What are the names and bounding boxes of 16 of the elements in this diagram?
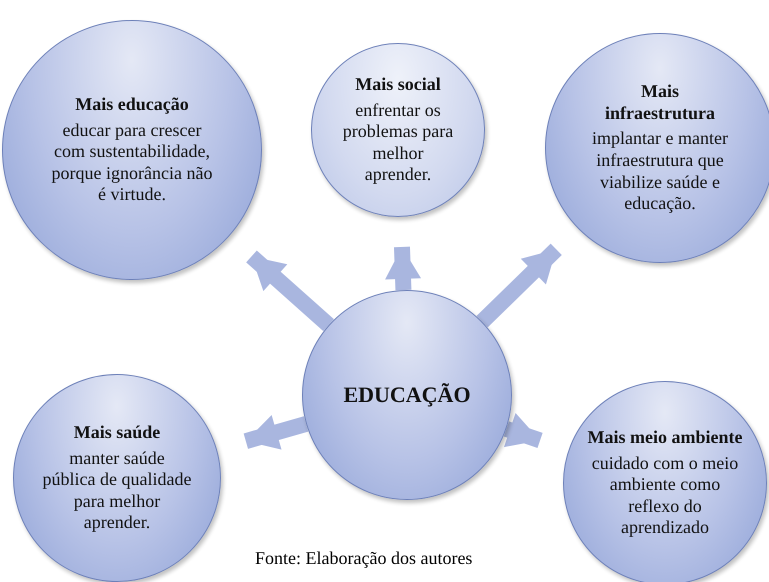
block-arrow bbox=[476, 244, 562, 328]
block-arrow bbox=[244, 415, 308, 450]
topic-description: manter saúde pública de qualidade para melhor aprender. bbox=[42, 448, 192, 534]
block-arrow bbox=[504, 413, 543, 448]
topic-heading: Mais meio ambiente bbox=[586, 427, 744, 449]
topic-description: enfrentar os problemas para melhor aprender. bbox=[342, 100, 454, 186]
topic-heading: Mais educação bbox=[74, 94, 190, 116]
topic-heading: Mais social bbox=[354, 74, 442, 96]
central-title: EDUCAÇÃO bbox=[342, 382, 472, 408]
topic-description: educar para crescer com sustentabilidade, porque ignorância não é virtude. bbox=[50, 120, 214, 206]
topic-heading: Mais saúde bbox=[72, 422, 162, 444]
block-arrow bbox=[385, 246, 422, 290]
source-caption: Fonte: Elaboração dos autores bbox=[255, 548, 472, 569]
topic-description: cuidado com o meio ambiente como reflexo do aprendizado bbox=[590, 452, 740, 539]
block-arrow bbox=[246, 250, 334, 332]
topic-description: implantar e manter infraestrutura que viabilize saúde e educação. bbox=[591, 128, 729, 215]
